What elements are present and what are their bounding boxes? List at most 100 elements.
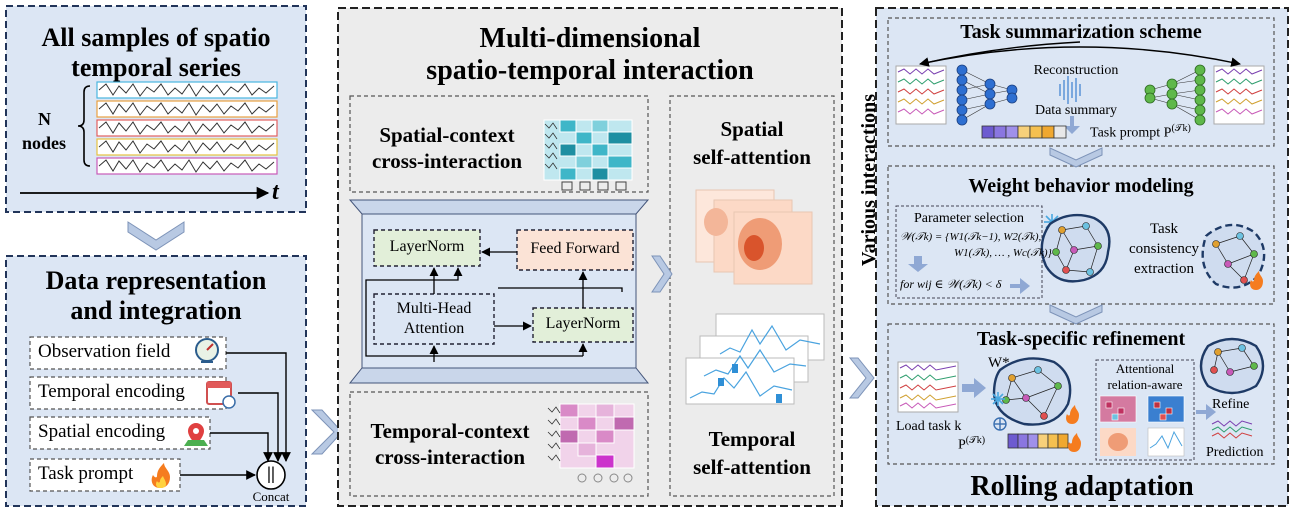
graph-network-1 [1040, 213, 1111, 283]
attention-curve-thumb [1147, 427, 1185, 457]
temporal-context-line-1: Temporal-context [370, 419, 530, 443]
time-axis-label: t [272, 179, 279, 205]
spatial-encoding-label: Spatial encoding [38, 421, 166, 442]
down-chevron-2 [1049, 147, 1103, 168]
encoder-network [956, 64, 1018, 126]
task-consistency-line-3: extraction [1134, 261, 1194, 277]
summary-down-arrow [1064, 116, 1080, 134]
spatial-attention-maps [695, 189, 813, 285]
nodes-label: nodes [22, 133, 67, 153]
samples-title-line-2: temporal series [71, 53, 241, 82]
series-line [98, 159, 275, 173]
concat-label: Concat [252, 489, 290, 504]
p-label: P(𝒯k) [958, 435, 986, 453]
temporal-heatmap-series [547, 406, 561, 462]
fire-icon-4 [1068, 433, 1081, 452]
right-chevron-2 [651, 255, 673, 293]
spatial-mini-maps [561, 181, 627, 191]
refine-label: Refine [1212, 397, 1250, 412]
snowflake-icon-2 [991, 392, 1005, 406]
load-task-label: Load task k [896, 419, 962, 434]
series-stack [96, 81, 278, 175]
p-text: P [958, 437, 966, 453]
graph-network-2 [1201, 223, 1266, 289]
param-right-arrow [1010, 278, 1030, 294]
spatial-sa-line-1: Spatial [720, 117, 784, 141]
graph-network-3 [992, 357, 1072, 426]
prompt-vector-2 [1007, 433, 1069, 449]
task-specific-title: Task-specific refinement [976, 328, 1186, 350]
mha-label-line-2: Attention [403, 320, 465, 337]
prediction-series [1211, 420, 1253, 439]
concat-symbol: || [267, 463, 275, 483]
spatial-sa-line-2: self-attention [693, 145, 811, 169]
spatial-encoding-box [29, 416, 211, 450]
gauge-icon [195, 338, 219, 363]
temporal-sa-line-1: Temporal [708, 427, 796, 451]
concat-node [256, 460, 286, 490]
task-consistency-line-2: consistency [1129, 241, 1199, 257]
parameter-selection-box [895, 205, 1043, 299]
layernorm-top-box [373, 229, 481, 267]
down-chevron-3 [1049, 304, 1103, 325]
transformer-top-cap [348, 199, 650, 215]
calendar-icon [206, 381, 236, 409]
spatial-heatmap-series [544, 122, 558, 170]
summary-series-right [1213, 65, 1265, 125]
transformer-arrows [365, 247, 623, 362]
temporal-encoding-box [29, 376, 227, 410]
fire-icon-3 [1066, 405, 1079, 424]
concat-connectors [180, 352, 291, 480]
fire-icon [151, 463, 170, 488]
attention-heat-thumb [1100, 428, 1136, 456]
refine-arrow [1196, 404, 1216, 420]
task-prompt-text: Task prompt P [1090, 125, 1172, 141]
prompt-vector [981, 125, 1067, 139]
reconstruction-arc [919, 46, 1241, 67]
series-line [98, 121, 275, 135]
right-chevron-3 [848, 357, 875, 399]
attentional-line-2: relation-aware [1107, 377, 1183, 392]
temporal-heatmap [559, 403, 635, 469]
interaction-title-line-1: Multi-dimensional [479, 23, 701, 54]
decoder-network [1144, 64, 1206, 126]
samples-title-line-1: All samples of spatio [41, 23, 271, 52]
series-line [98, 102, 275, 116]
summary-waveform [1059, 76, 1081, 104]
self-attention-box [669, 95, 835, 497]
p-sup: (𝒯k) [965, 435, 986, 446]
attention-grid-1 [1099, 395, 1137, 423]
task-consistency-line-1: Task [1149, 221, 1179, 237]
rolling-adaptation-title: Rolling adaptation [970, 471, 1194, 502]
clock-icons [577, 473, 633, 483]
transformer-bottom-cap [348, 367, 650, 384]
prediction-label: Prediction [1206, 445, 1264, 460]
layernorm-bottom-label: LayerNorm [545, 315, 621, 332]
feed-forward-box [516, 229, 634, 271]
summarization-box [887, 17, 1275, 147]
task-summarization-title: Task summarization scheme [960, 21, 1202, 43]
parameter-selection-label: Parameter selection [913, 211, 1024, 226]
interaction-title-line-2: spatio-temporal interaction [426, 55, 754, 86]
layernorm-bottom-box [532, 307, 634, 343]
spatial-heatmap [543, 119, 633, 181]
reconstruction-arc-back [919, 41, 1081, 67]
task-prompt-right-label: Task prompt P(𝒯k) [1090, 123, 1191, 141]
formula-line-1: 𝒲(𝒯k) = {W1(𝒯k−1), W2(𝒯k), [900, 231, 1042, 243]
spatial-context-line-1: Spatial-context [379, 123, 515, 147]
various-interactions-label: Various interactions [858, 93, 880, 267]
temporal-attention-plots [685, 313, 825, 405]
plus-circle-icon [993, 417, 1007, 431]
right-chevron-1 [310, 409, 343, 455]
mha-box [373, 293, 495, 345]
series-line [98, 83, 275, 97]
w-star-label: W* [988, 355, 1010, 371]
data-summary-label: Data summary [1034, 103, 1118, 118]
down-chevron [127, 221, 185, 251]
map-pin-icon [184, 423, 208, 446]
feed-forward-label: Feed Forward [530, 240, 620, 257]
nodes-label-n: N [38, 109, 51, 129]
refine-right-arrow [962, 378, 986, 398]
